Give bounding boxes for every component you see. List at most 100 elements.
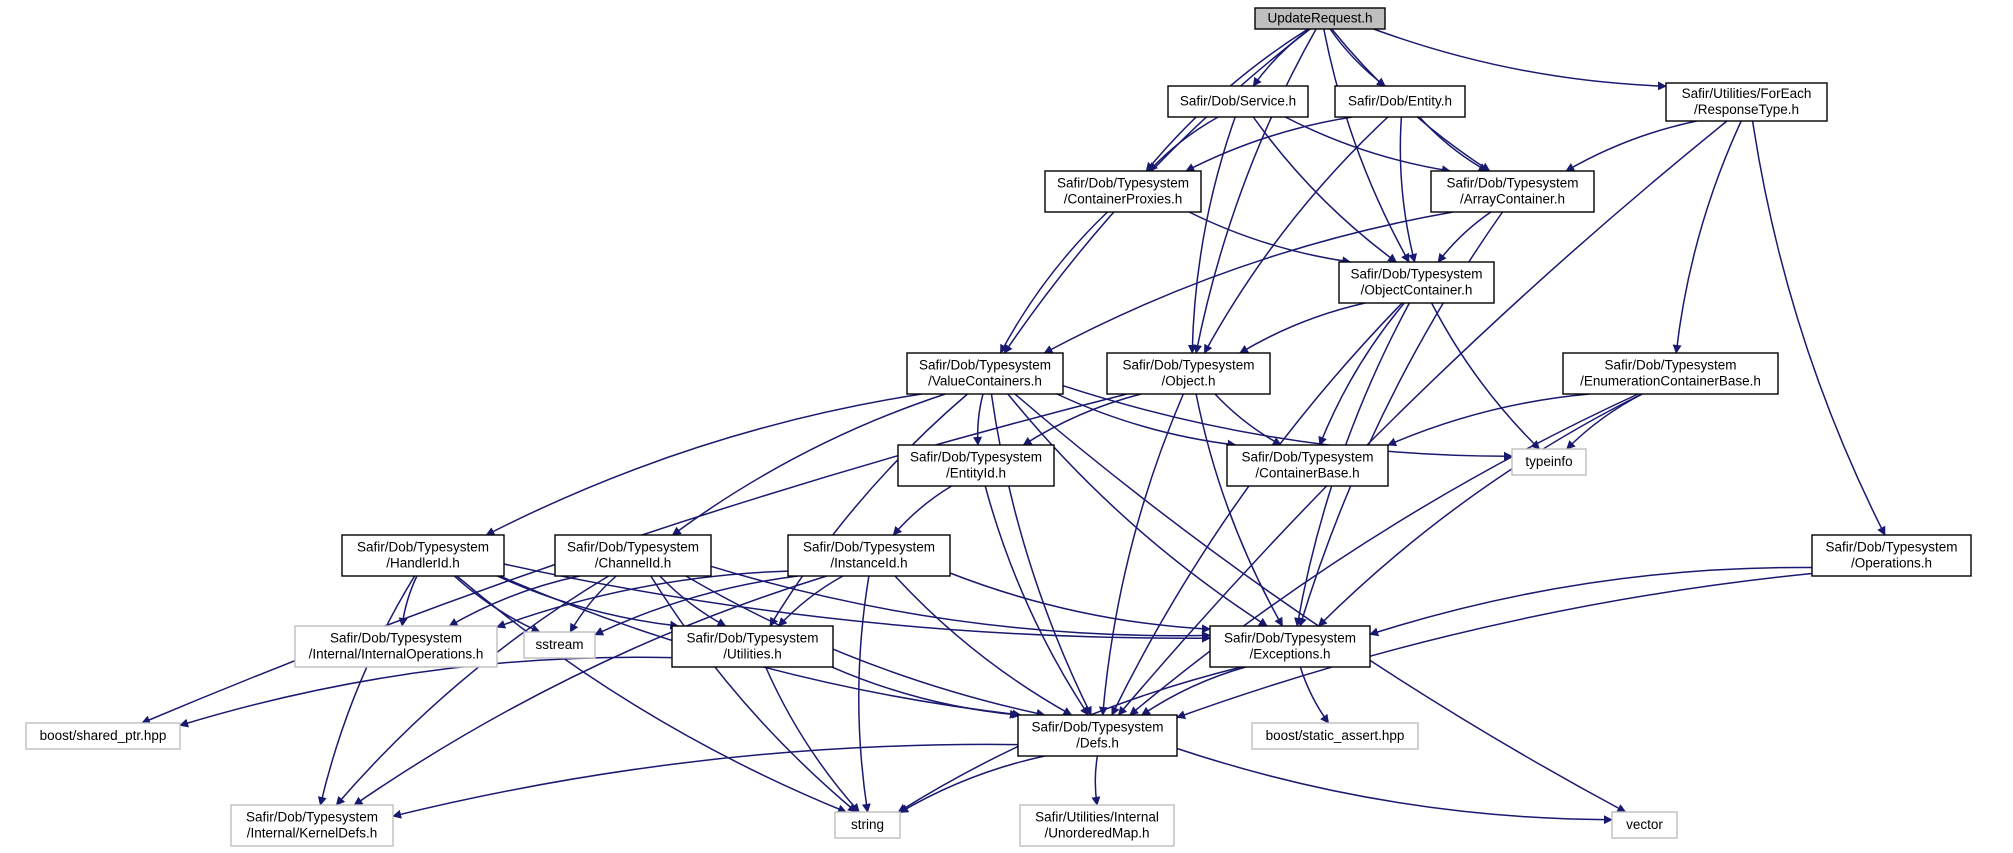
node-box (1562, 352, 1779, 395)
edge-value_containers-to-vector (1014, 393, 1627, 813)
node-label-line: Safir/Dob/Typesystem (1604, 358, 1736, 373)
node-label-line: /ObjectContainer.h (1361, 283, 1473, 298)
edge-defs-to-kernel_defs (392, 743, 1019, 819)
node-enum-container-base[interactable]: Safir/Dob/Typesystem/EnumerationContaine… (1562, 352, 1779, 395)
node-service[interactable]: Safir/Dob/Service.h (1167, 85, 1309, 118)
node-box (1106, 352, 1271, 395)
node-exceptions[interactable]: Safir/Dob/Typesystem/Exceptions.h (1209, 625, 1371, 668)
node-shared-ptr: boost/shared_ptr.hpp (25, 722, 181, 750)
node-label-line: Safir/Dob/Typesystem (919, 358, 1051, 373)
node-box (787, 534, 951, 577)
edge-defs-to-string (899, 755, 1045, 814)
node-box (1044, 170, 1202, 213)
node-utilities[interactable]: Safir/Dob/Typesystem/Utilities.h (671, 625, 834, 668)
edge-response_type-to-array_container (1565, 120, 1697, 172)
node-box (1811, 534, 1972, 577)
edge-object-to-exceptions (1195, 393, 1284, 627)
node-instance-id[interactable]: Safir/Dob/Typesystem/InstanceId.h (787, 534, 951, 577)
node-entity-id[interactable]: Safir/Dob/Typesystem/EntityId.h (897, 444, 1055, 487)
edge-object_container-to-container_base (1318, 302, 1405, 446)
node-label-line: /Utilities.h (723, 647, 782, 662)
edge-object-to-container_base (1214, 393, 1282, 446)
edge-array_container-to-value_containers (1043, 211, 1454, 354)
node-array-container[interactable]: Safir/Dob/Typesystem/ArrayContainer.h (1430, 170, 1595, 213)
node-box (1209, 625, 1371, 668)
node-operations[interactable]: Safir/Dob/Typesystem/Operations.h (1811, 534, 1972, 577)
node-label-line: Safir/Utilities/ForEach (1682, 86, 1812, 101)
edge-channel_id-to-sstream (569, 575, 617, 633)
edge-response_type-to-enum_container_base (1672, 120, 1742, 354)
node-update-request[interactable]: UpdateRequest.h (1254, 7, 1386, 30)
node-box (1334, 85, 1466, 118)
edge-enum_container_base-to-exceptions (1317, 393, 1643, 627)
node-defs[interactable]: Safir/Dob/Typesystem/Defs.h (1017, 714, 1178, 757)
node-label-line: /ArrayContainer.h (1460, 192, 1565, 207)
node-label-line: /Defs.h (1076, 736, 1119, 751)
edge-array_container-to-object_container (1437, 211, 1492, 263)
edge-update_request-to-object (1193, 28, 1317, 354)
edge-container_proxies-to-value_containers (999, 211, 1109, 354)
node-box (1017, 714, 1178, 757)
edge-handler_id-to-exceptions (503, 563, 1211, 643)
node-box (906, 352, 1064, 395)
node-box (1226, 444, 1389, 487)
node-box (1430, 170, 1595, 213)
node-label-line: boost/shared_ptr.hpp (40, 728, 167, 743)
node-label-line: /InstanceId.h (830, 556, 907, 571)
node-box (230, 804, 394, 847)
node-container-proxies[interactable]: Safir/Dob/Typesystem/ContainerProxies.h (1044, 170, 1202, 213)
edge-instance_id-to-internal_operations (496, 570, 789, 629)
node-channel-id[interactable]: Safir/Dob/Typesystem/ChannelId.h (554, 534, 712, 577)
node-label-line: /ValueContainers.h (928, 374, 1042, 389)
node-label-line: /ContainerBase.h (1255, 466, 1359, 481)
edge-instance_id-to-defs (894, 575, 1073, 716)
edge-channel_id-to-utilities (659, 575, 727, 627)
edge-object-to-defs (1098, 393, 1184, 716)
edge-update_request-to-response_type (1373, 28, 1667, 91)
edge-exceptions-to-static_assert (1299, 666, 1330, 724)
edge-response_type-to-operations (1751, 120, 1886, 536)
edge-channel_id-to-exceptions (710, 565, 1211, 641)
node-object[interactable]: Safir/Dob/Typesystem/Object.h (1106, 352, 1271, 395)
edge-value_containers-to-utilities (769, 393, 968, 627)
node-box (25, 722, 181, 750)
node-box (1254, 7, 1386, 30)
node-response-type[interactable]: Safir/Utilities/ForEach/ResponseType.h (1665, 82, 1828, 122)
edges-layer (141, 28, 1886, 825)
node-label-line: Safir/Utilities/Internal (1035, 810, 1159, 825)
edge-enum_container_base-to-typeinfo (1566, 393, 1643, 450)
node-label-line: /Object.h (1161, 374, 1215, 389)
node-label-line: /UnorderedMap.h (1044, 826, 1149, 841)
edge-utilities-to-defs (831, 666, 1019, 719)
node-label-line: Safir/Dob/Typesystem (1350, 267, 1482, 282)
node-label-line: /EntityId.h (946, 466, 1006, 481)
edge-value_containers-to-exceptions (1007, 393, 1268, 627)
edge-utilities-to-shared_ptr (179, 656, 673, 728)
node-box (1167, 85, 1309, 118)
node-label-line: vector (1626, 817, 1663, 832)
node-label-line: typeinfo (1525, 454, 1572, 469)
node-container-base[interactable]: Safir/Dob/Typesystem/ContainerBase.h (1226, 444, 1389, 487)
node-label-line: /Operations.h (1851, 556, 1932, 571)
node-label-line: Safir/Dob/Typesystem (330, 631, 462, 646)
node-box (1511, 448, 1587, 476)
node-object-container[interactable]: Safir/Dob/Typesystem/ObjectContainer.h (1338, 261, 1495, 304)
edge-container_proxies-to-object_container (1188, 211, 1352, 266)
edge-instance_id-to-utilities (778, 575, 844, 627)
node-handler-id[interactable]: Safir/Dob/Typesystem/HandlerId.h (341, 534, 505, 577)
node-label-line: Safir/Dob/Typesystem (1031, 720, 1163, 735)
node-box (1611, 811, 1678, 839)
node-label-line: Safir/Dob/Typesystem (1825, 540, 1957, 555)
node-entity[interactable]: Safir/Dob/Entity.h (1334, 85, 1466, 118)
node-label-line: /Exceptions.h (1249, 647, 1330, 662)
node-value-containers[interactable]: Safir/Dob/Typesystem/ValueContainers.h (906, 352, 1064, 395)
node-box (1019, 804, 1175, 847)
node-label-line: Safir/Dob/Typesystem (1122, 358, 1254, 373)
edge-enum_container_base-to-defs (1129, 393, 1639, 716)
edge-response_type-to-defs (1117, 120, 1728, 716)
node-label-line: /ResponseType.h (1694, 102, 1799, 117)
node-label-line: sstream (535, 637, 583, 652)
edge-object-to-entity_id (1022, 393, 1142, 446)
edge-instance_id-to-exceptions (949, 572, 1211, 634)
node-typeinfo: typeinfo (1511, 448, 1587, 476)
